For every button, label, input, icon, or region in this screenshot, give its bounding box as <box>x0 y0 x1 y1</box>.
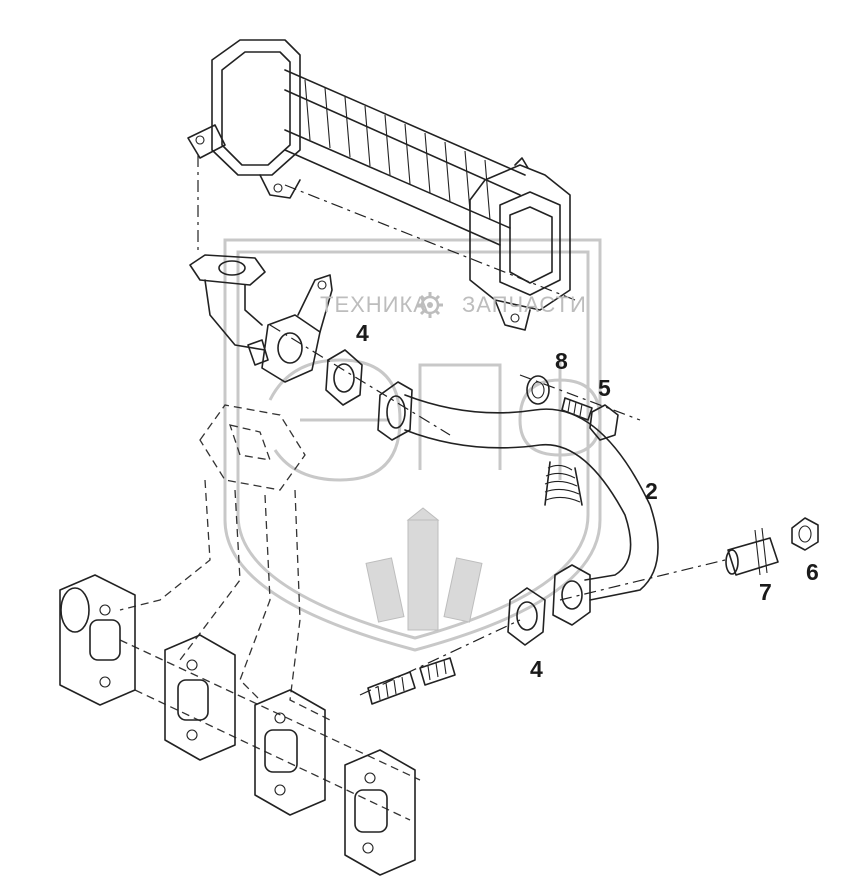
egr-pipe <box>377 381 659 626</box>
callout-8: 8 <box>555 348 568 374</box>
manifold-studs <box>367 657 456 705</box>
egr-cooler <box>187 39 571 331</box>
elbow-pipe <box>189 254 333 383</box>
manifold-ports <box>59 574 416 876</box>
callout-5: 5 <box>598 375 611 401</box>
callout-6: 6 <box>806 559 819 585</box>
bolt-5 <box>561 397 619 441</box>
watermark-shield <box>223 238 602 652</box>
watermark-left-text: ТЕХНИКА <box>320 292 429 317</box>
gear-icon <box>417 292 443 318</box>
manifold-runners <box>119 479 421 821</box>
stud-7 <box>725 527 779 576</box>
gasket-bottom <box>507 587 546 646</box>
watermark-right-text: ЗАПЧАСТИ <box>462 292 587 317</box>
gasket-top <box>325 349 363 406</box>
washer-8 <box>526 375 550 405</box>
callout-4-bottom: 4 <box>530 656 543 682</box>
callout-4-top: 4 <box>356 320 369 346</box>
callout-2: 2 <box>645 478 658 504</box>
callout-7: 7 <box>759 579 772 605</box>
manifold-flange-top <box>199 404 306 491</box>
nut-6 <box>791 517 819 551</box>
